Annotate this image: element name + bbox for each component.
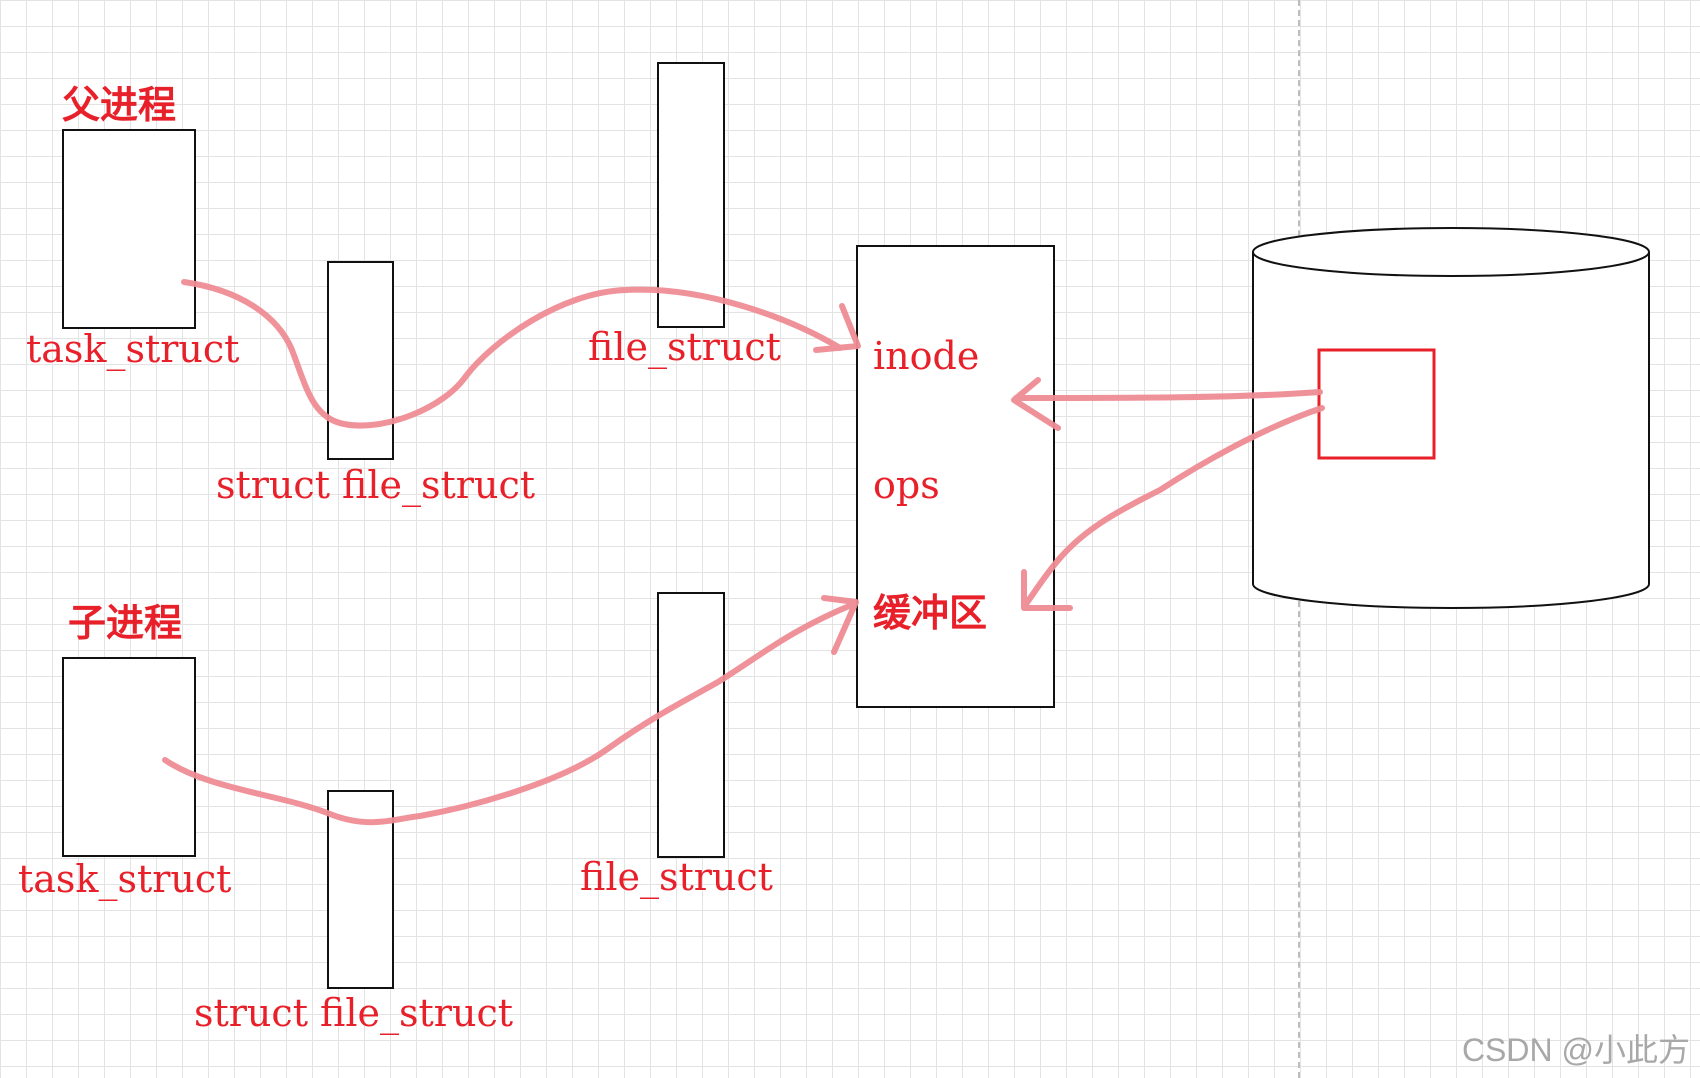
inode-buffer-box	[856, 245, 1055, 708]
disk-data-block	[1317, 348, 1436, 460]
disk-to-buffer-arrow	[1023, 405, 1325, 607]
child-task-struct-label: task_struct	[18, 857, 232, 901]
ops-label: ops	[873, 463, 940, 507]
disk-to-buffer-arrowhead	[1021, 569, 1073, 611]
child-file-struct-box	[657, 592, 725, 858]
child-task-to-files-arrow	[162, 601, 857, 826]
child-buffer-arrowhead	[821, 595, 859, 655]
child-process-title: 子进程	[68, 600, 183, 645]
child-task-struct-box	[62, 657, 196, 857]
disk-cylinder-icon	[1252, 227, 1650, 609]
parent-task-to-files-arrow	[181, 279, 843, 429]
disk-to-inode-arrow	[1013, 389, 1323, 401]
parent-task-struct-box	[62, 129, 196, 329]
parent-files-struct-label: struct file_struct	[216, 463, 535, 507]
parent-inode-arrowhead	[813, 303, 861, 353]
parent-task-struct-label: task_struct	[26, 327, 240, 371]
parent-file-struct-label: file_struct	[588, 325, 781, 369]
child-files-struct-label: struct file_struct	[194, 991, 513, 1035]
child-file-struct-label: file_struct	[580, 855, 773, 899]
parent-process-title: 父进程	[62, 82, 177, 127]
buffer-label: 缓冲区	[873, 590, 988, 635]
watermark: CSDN @小此方	[1461, 1032, 1690, 1068]
disk-to-inode-arrowhead	[1011, 377, 1061, 431]
inode-label: inode	[873, 334, 980, 378]
parent-file-struct-box	[657, 62, 725, 328]
